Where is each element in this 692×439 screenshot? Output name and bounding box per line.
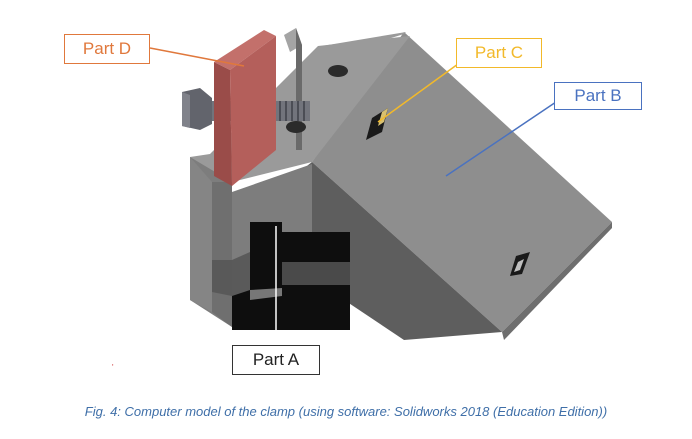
plate-main-face	[214, 62, 232, 186]
base-lower-front	[212, 182, 232, 327]
label-part-a: Part A	[232, 345, 320, 375]
figure-caption: Fig. 4: Computer model of the clamp (usi…	[84, 404, 608, 419]
top-hole-front	[286, 121, 306, 133]
part-c-slot-lower-highlight	[514, 259, 524, 272]
wedge-bottom-lip	[502, 222, 612, 340]
part-c-slot-upper-highlight	[378, 108, 388, 126]
label-part-b: Part B	[554, 82, 642, 110]
bolt-hex-head-face	[182, 92, 190, 128]
label-part-c: Part C	[456, 38, 542, 68]
part-c-slots	[366, 108, 530, 276]
plate-side-face	[230, 36, 276, 186]
top-hole-rear	[328, 65, 348, 77]
leader-part-b	[445, 101, 557, 177]
wedge-sloped-face	[312, 32, 612, 332]
slot-wall-step	[250, 288, 282, 300]
part-d-plate	[214, 30, 276, 186]
slot-shelf	[282, 262, 350, 285]
base-front-edge	[190, 157, 212, 312]
stray-mark: '	[112, 363, 114, 372]
leader-part-c	[377, 63, 459, 123]
slot-step-block	[212, 260, 232, 296]
label-part-d: Part D	[64, 34, 150, 64]
leader-part-d	[149, 47, 245, 67]
plate-front-face	[214, 30, 276, 70]
slot-wall-left	[232, 252, 250, 296]
